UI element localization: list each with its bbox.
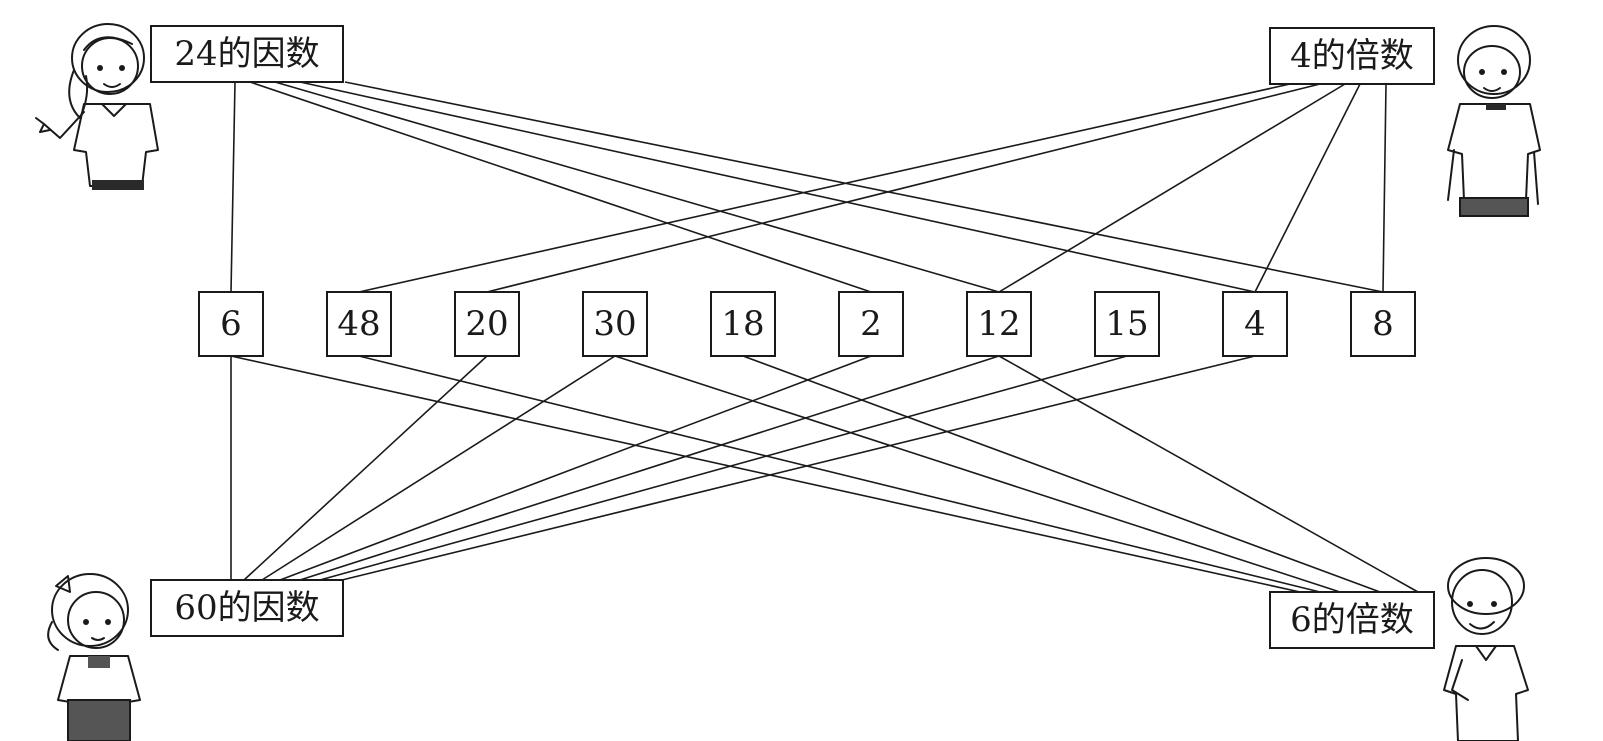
number-box-frame — [966, 291, 1032, 357]
connection-lines — [230, 81, 1419, 593]
girl-with-bow-illustration — [47, 573, 141, 741]
label-60-factors: 60的因数 — [174, 588, 319, 628]
link-factors_24-8 — [344, 81, 1384, 293]
link-multiples_6-18 — [742, 355, 1381, 593]
number-box-6: 6 — [198, 291, 264, 357]
number-label: 48 — [337, 304, 380, 344]
number-box-frame — [1222, 291, 1288, 357]
link-factors_60-15 — [319, 355, 1128, 581]
number-box-12: 12 — [966, 291, 1032, 357]
link-multiples_4-8 — [1382, 83, 1387, 293]
link-factors_60-20 — [243, 355, 488, 581]
link-factors_24-6 — [230, 81, 236, 293]
number-box-48: 48 — [326, 291, 392, 357]
boy-standing-illustration — [1447, 25, 1541, 217]
number-box-20: 20 — [454, 291, 520, 357]
link-factors_24-12 — [274, 81, 1000, 293]
label-24-factors: 24的因数 — [174, 34, 319, 74]
number-box-15: 15 — [1094, 291, 1160, 357]
category-6-multiples: 6的倍数 — [1269, 591, 1435, 649]
number-label: 18 — [721, 304, 764, 344]
category-60-factors: 60的因数 — [150, 579, 344, 637]
link-multiples_6-30 — [614, 355, 1341, 593]
link-factors_24-2 — [249, 81, 872, 293]
link-multiples_6-48 — [358, 355, 1321, 593]
category-24-factors: 24的因数 — [150, 25, 344, 83]
link-factors_60-2 — [279, 355, 872, 581]
link-multiples_6-12 — [998, 355, 1419, 593]
number-box-4: 4 — [1222, 291, 1288, 357]
number-box-frame — [582, 291, 648, 357]
link-multiples_4-20 — [486, 83, 1321, 293]
category-4-multiples: 4的倍数 — [1269, 27, 1435, 85]
number-box-2: 2 — [838, 291, 904, 357]
number-box-frame — [1094, 291, 1160, 357]
link-multiples_4-12 — [998, 83, 1346, 293]
number-box-30: 30 — [582, 291, 648, 357]
label-4-multiples: 4的倍数 — [1290, 36, 1414, 76]
link-factors_60-4 — [341, 355, 1256, 581]
number-label: 8 — [1372, 304, 1394, 344]
number-box-frame — [454, 291, 520, 357]
number-box-frame — [1350, 291, 1416, 357]
number-label: 30 — [593, 304, 636, 344]
link-factors_24-4 — [299, 81, 1256, 293]
girl-waving-illustration — [35, 23, 159, 190]
number-label: 12 — [977, 304, 1020, 344]
number-box-18: 18 — [710, 291, 776, 357]
label-6-multiples: 6的倍数 — [1290, 600, 1414, 640]
number-box-frame — [838, 291, 904, 357]
number-label: 2 — [860, 304, 882, 344]
number-label: 6 — [220, 304, 242, 344]
link-factors_60-30 — [261, 355, 616, 581]
link-factors_60-12 — [299, 355, 1000, 581]
link-multiples_4-4 — [1254, 83, 1361, 293]
number-box-frame — [326, 291, 392, 357]
number-box-frame — [198, 291, 264, 357]
number-box-frame — [710, 291, 776, 357]
link-multiples_4-48 — [358, 83, 1291, 293]
number-label: 15 — [1105, 304, 1148, 344]
number-box-8: 8 — [1350, 291, 1416, 357]
boy-smiling-illustration — [1443, 557, 1529, 741]
link-multiples_6-6 — [230, 355, 1301, 593]
number-label: 4 — [1244, 304, 1266, 344]
number-label: 20 — [465, 304, 508, 344]
